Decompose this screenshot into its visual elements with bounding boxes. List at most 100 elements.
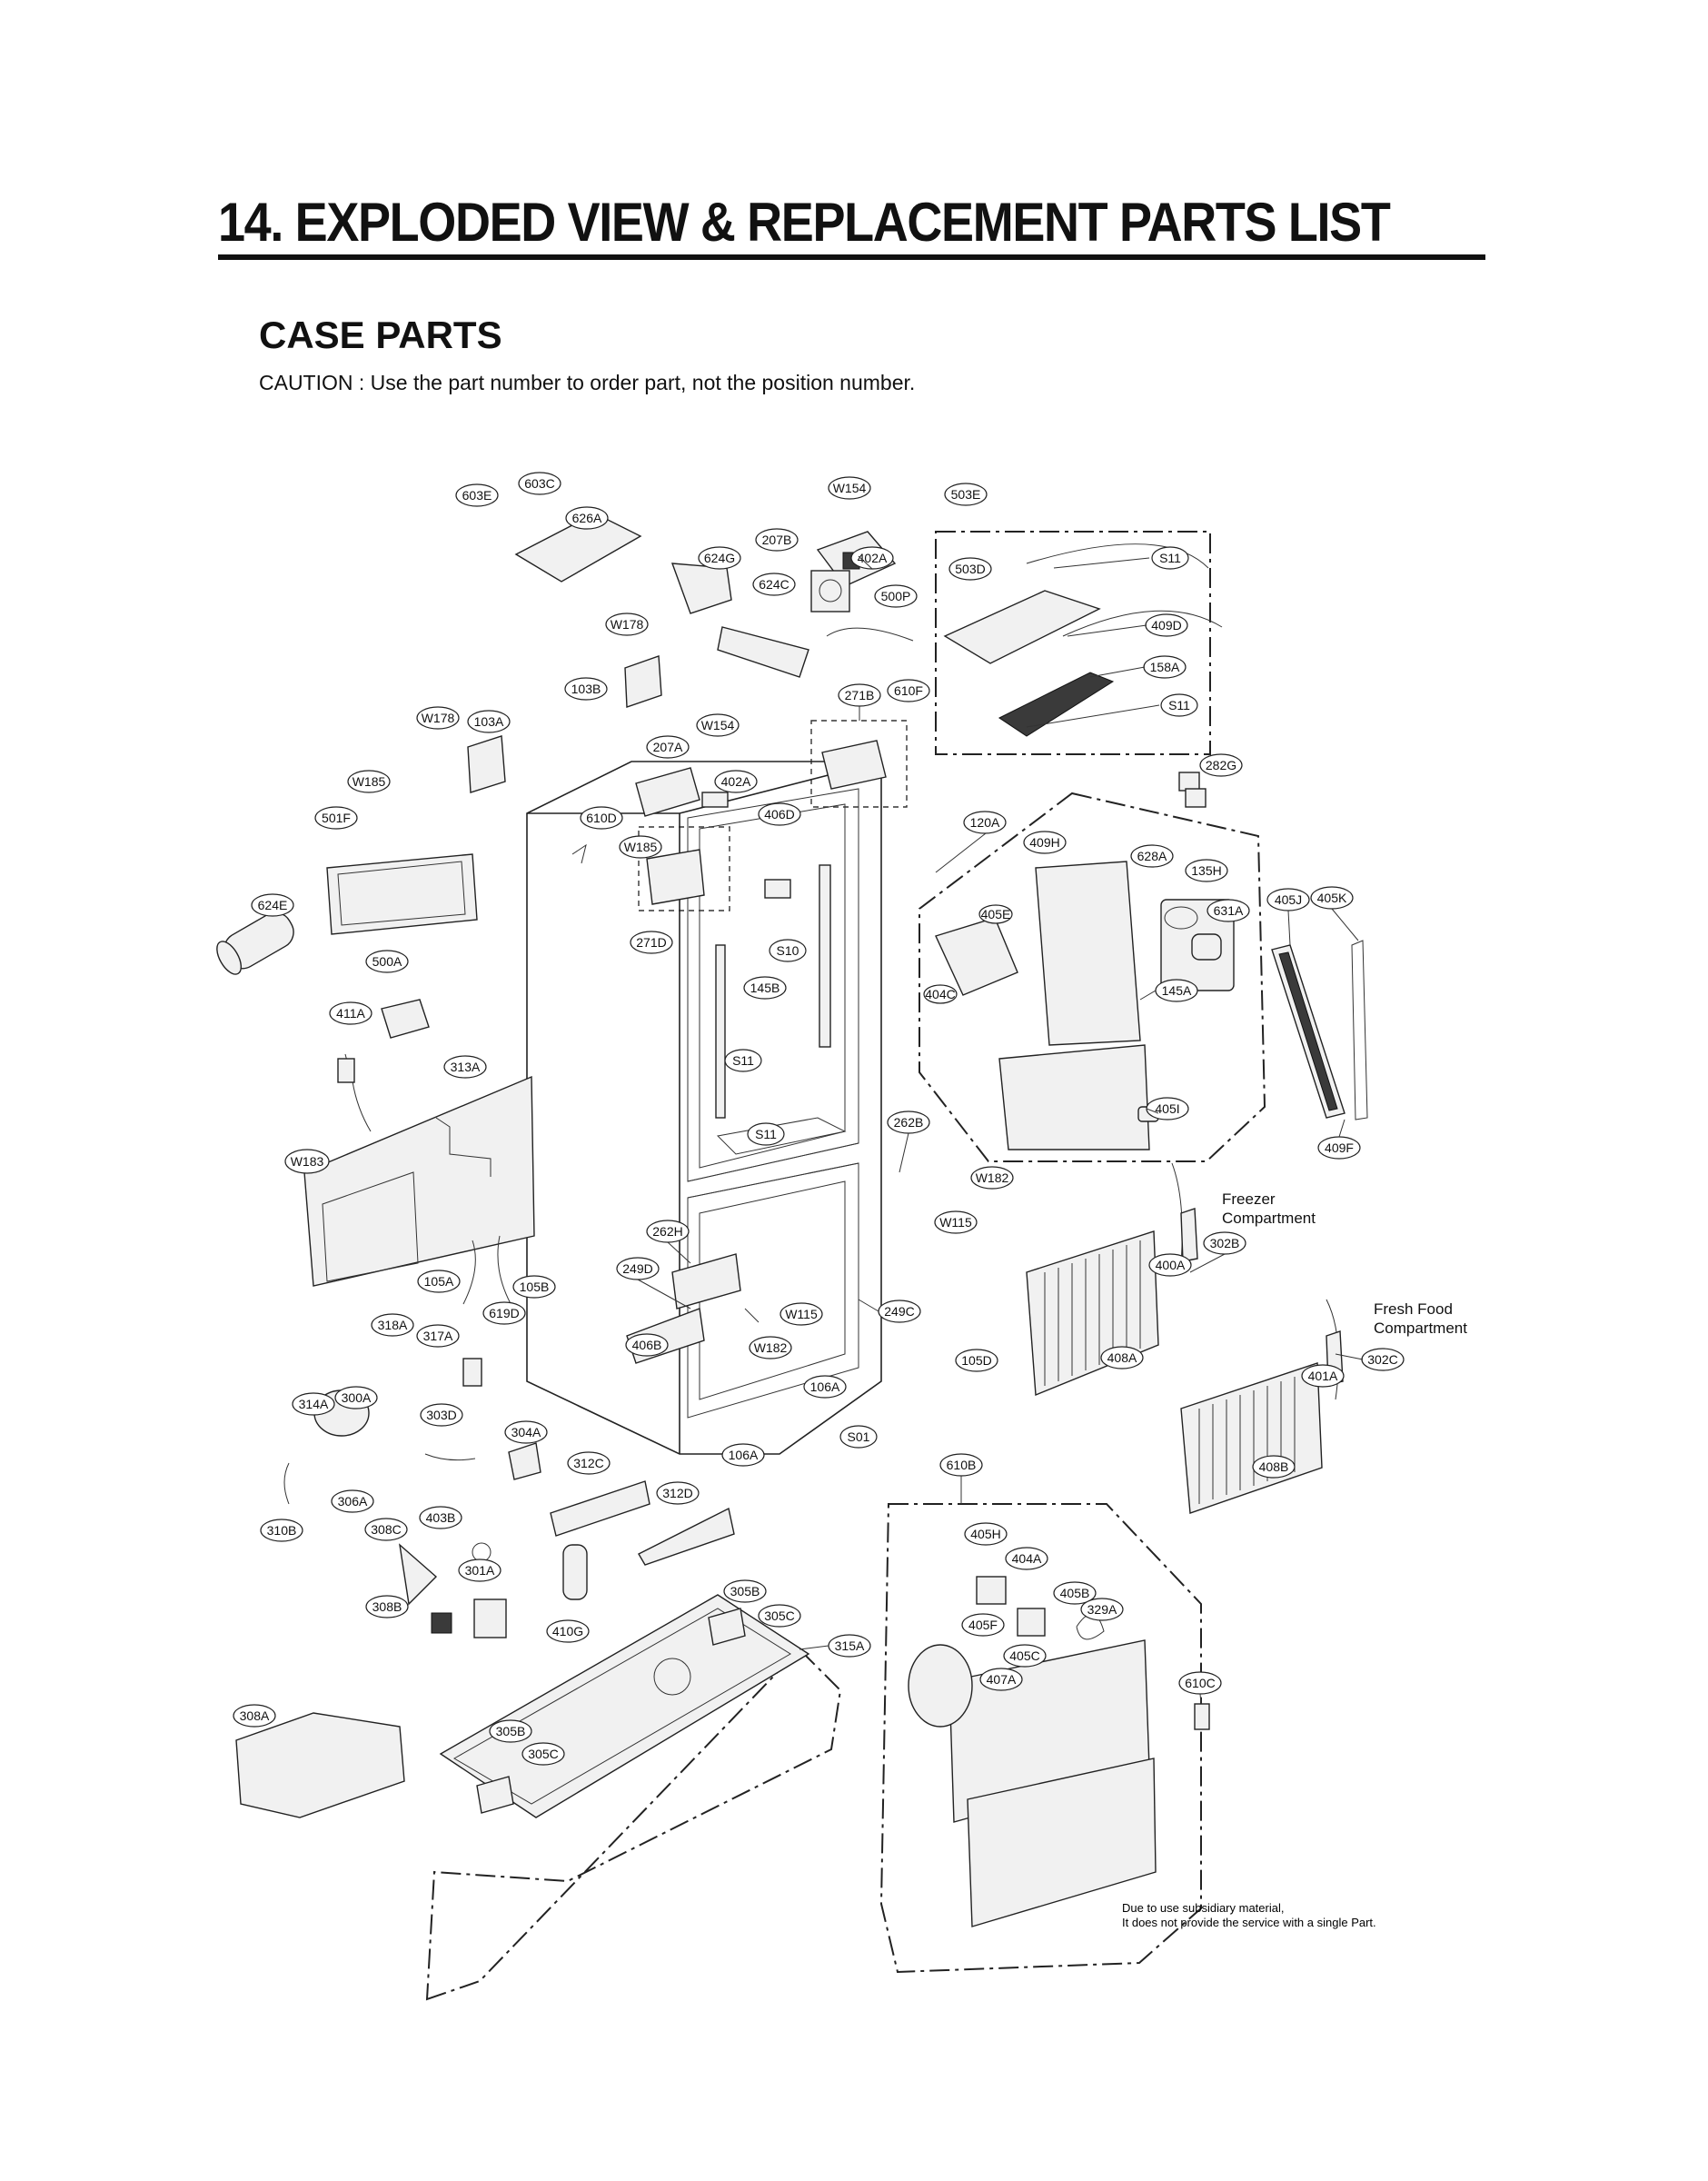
svg-text:105B: 105B: [520, 1280, 550, 1294]
part-label-312C: 312C: [567, 1451, 611, 1475]
callout-freshfood-line2: Compartment: [1374, 1320, 1467, 1337]
part-label-628A: 628A: [1130, 844, 1174, 868]
svg-text:624E: 624E: [258, 898, 288, 912]
svg-text:624G: 624G: [704, 551, 735, 565]
svg-text:106A: 106A: [810, 1379, 840, 1394]
svg-text:401A: 401A: [1308, 1369, 1338, 1383]
part-label-305C: 305C: [758, 1604, 801, 1628]
part-label-406B: 406B: [625, 1333, 669, 1357]
svg-text:308B: 308B: [372, 1599, 402, 1614]
part-label-S01: S01: [839, 1425, 878, 1449]
part-label-W183: W183: [284, 1149, 330, 1174]
part-label-300A: 300A: [334, 1386, 378, 1409]
svg-text:500P: 500P: [881, 589, 911, 603]
svg-text:103A: 103A: [474, 714, 504, 729]
part-label-207B: 207B: [755, 528, 799, 552]
part-label-312D: 312D: [656, 1481, 700, 1505]
svg-text:304A: 304A: [511, 1425, 541, 1439]
svg-text:302B: 302B: [1210, 1236, 1240, 1250]
part-label-404C: 404C: [923, 984, 958, 1004]
part-label-610D: 610D: [580, 806, 623, 830]
svg-text:407A: 407A: [987, 1672, 1017, 1687]
svg-text:W115: W115: [939, 1215, 972, 1230]
boundary-right-hinge: [638, 826, 730, 911]
part-label-207A: 207A: [646, 735, 690, 759]
part-label-306A: 306A: [331, 1489, 374, 1513]
left-parts: [216, 911, 760, 1818]
part-label-W182-b: W182: [749, 1336, 792, 1359]
svg-text:145A: 145A: [1162, 983, 1192, 998]
svg-text:501F: 501F: [322, 811, 351, 825]
svg-text:610F: 610F: [894, 683, 923, 698]
part-label-403B: 403B: [419, 1506, 462, 1529]
svg-text:400A: 400A: [1156, 1258, 1186, 1272]
part-label-105A: 105A: [417, 1270, 461, 1293]
part-label-400A: 400A: [1148, 1253, 1192, 1277]
svg-text:411A: 411A: [336, 1006, 365, 1021]
part-label-W154-b: W154: [696, 713, 740, 737]
svg-text:W185: W185: [624, 840, 658, 854]
part-label-W185-b: W185: [619, 835, 662, 859]
svg-text:312C: 312C: [573, 1456, 603, 1470]
part-label-405K: 405K: [1310, 886, 1354, 910]
part-label-500P: 500P: [874, 584, 918, 608]
part-label-409D: 409D: [1145, 613, 1188, 637]
duct-assembly: [935, 772, 1368, 1150]
svg-text:W115: W115: [785, 1307, 818, 1321]
svg-text:317A: 317A: [423, 1329, 453, 1343]
svg-text:624C: 624C: [759, 577, 789, 592]
callout-freshfood-line1: Fresh Food: [1374, 1300, 1453, 1318]
part-label-610C: 610C: [1178, 1671, 1222, 1695]
svg-text:403B: 403B: [426, 1510, 456, 1525]
svg-text:404A: 404A: [1012, 1551, 1042, 1566]
svg-text:409D: 409D: [1151, 618, 1181, 632]
svg-text:S10: S10: [777, 943, 799, 958]
svg-text:405B: 405B: [1060, 1586, 1090, 1600]
svg-text:402A: 402A: [721, 774, 751, 789]
part-label-271D: 271D: [630, 931, 673, 954]
part-label-313A: 313A: [443, 1055, 487, 1079]
part-label-S11-d: S11: [747, 1122, 785, 1146]
svg-text:262H: 262H: [652, 1224, 682, 1239]
svg-text:410G: 410G: [552, 1624, 583, 1638]
part-label-402A-b: 402A: [714, 770, 758, 793]
part-label-S11-b: S11: [1160, 693, 1198, 717]
svg-text:312D: 312D: [662, 1486, 692, 1500]
boundary-bottom-right: [879, 1503, 1202, 1974]
svg-text:610B: 610B: [947, 1458, 977, 1472]
part-label-W154: W154: [828, 476, 871, 500]
svg-text:404C: 404C: [925, 987, 955, 1001]
part-label-408B: 408B: [1252, 1455, 1296, 1479]
svg-text:329A: 329A: [1087, 1602, 1117, 1617]
svg-text:406D: 406D: [764, 807, 794, 822]
note-line2: It does not provide the service with a s…: [1122, 1916, 1376, 1929]
part-label-317A: 317A: [416, 1324, 460, 1348]
svg-text:308A: 308A: [240, 1708, 270, 1723]
svg-text:135H: 135H: [1191, 863, 1221, 878]
svg-text:207A: 207A: [653, 740, 683, 754]
part-label-135H: 135H: [1185, 859, 1228, 882]
svg-text:308C: 308C: [371, 1522, 401, 1537]
svg-text:402A: 402A: [858, 551, 888, 565]
callout-freezer-line2: Compartment: [1222, 1210, 1316, 1227]
part-label-408A: 408A: [1100, 1346, 1144, 1369]
svg-text:610D: 610D: [586, 811, 616, 825]
svg-text:405H: 405H: [970, 1527, 1000, 1541]
part-label-S11: S11: [1151, 546, 1189, 570]
svg-text:305B: 305B: [730, 1584, 760, 1598]
part-label-402A: 402A: [850, 546, 894, 570]
part-label-305C-b: 305C: [521, 1742, 565, 1766]
svg-text:405J: 405J: [1275, 892, 1302, 907]
svg-text:626A: 626A: [572, 511, 602, 525]
part-label-405C: 405C: [1003, 1644, 1047, 1668]
part-label-405I: 405I: [1146, 1097, 1189, 1120]
cabinet: [526, 761, 882, 1455]
part-label-271B: 271B: [838, 683, 881, 707]
svg-text:503E: 503E: [951, 487, 981, 502]
part-label-310B: 310B: [260, 1519, 303, 1542]
svg-text:306A: 306A: [338, 1494, 368, 1509]
svg-text:158A: 158A: [1150, 660, 1180, 674]
part-label-W178: W178: [605, 612, 649, 636]
svg-text:282G: 282G: [1206, 758, 1236, 772]
